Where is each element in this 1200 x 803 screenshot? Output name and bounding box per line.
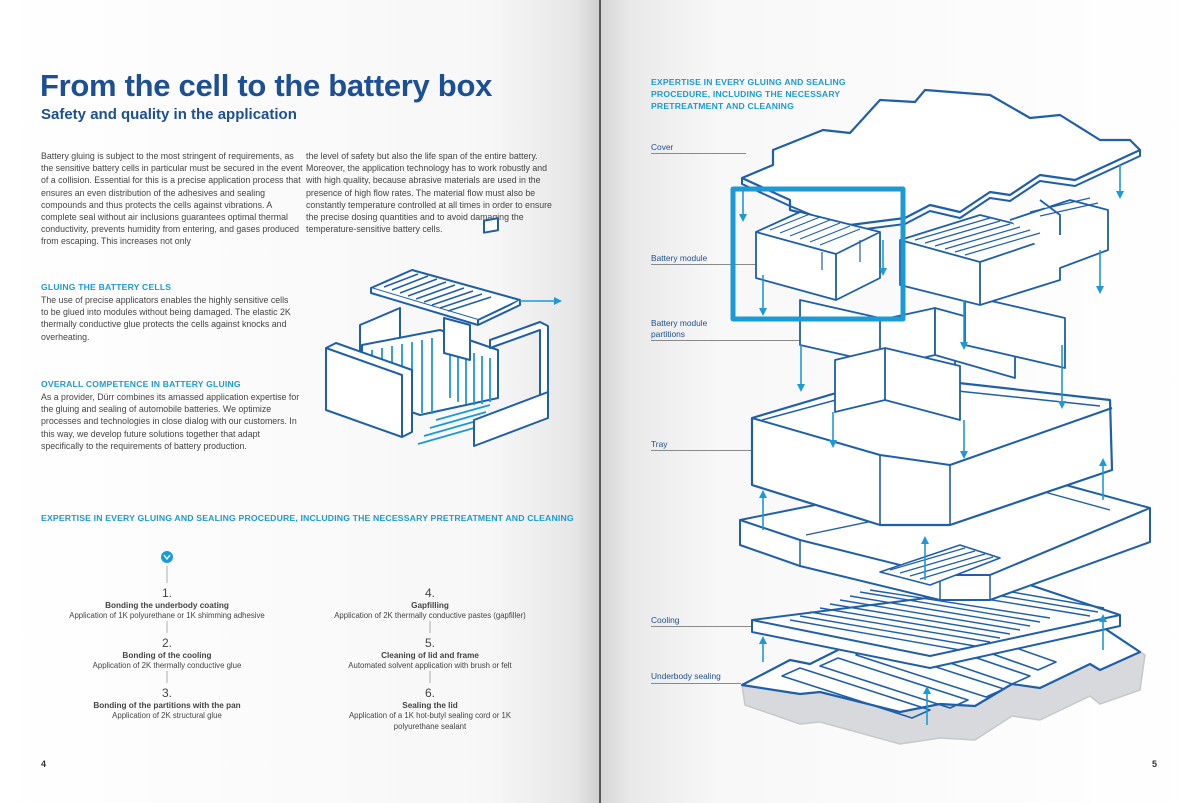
- step-description: Application of 2K thermally conductive p…: [334, 611, 526, 620]
- gluing-text: The use of precise applicators enables t…: [41, 295, 291, 342]
- label-line: [651, 626, 761, 627]
- step-number: 5.: [424, 636, 435, 650]
- step-title: Bonding the underbody coating: [105, 601, 229, 610]
- flow-down-icon: [161, 551, 431, 683]
- expertise-heading: EXPERTISE IN EVERY GLUING AND SEALING PR…: [41, 513, 574, 523]
- step-description: Automated solvent application with brush…: [348, 661, 512, 670]
- step-5: 5. Cleaning of lid and frame Automated s…: [300, 636, 560, 672]
- highlight-frame: [730, 186, 906, 322]
- label-partitions: Battery module partitions: [651, 318, 708, 339]
- label-line: [651, 340, 801, 341]
- assembly-arrows: [739, 165, 1124, 725]
- label-battery-module: Battery module: [651, 253, 708, 263]
- gluing-heading: GLUING THE BATTERY CELLS: [41, 282, 172, 292]
- step-number: 4.: [424, 586, 435, 600]
- battery-exploded-illustration: [730, 88, 1151, 745]
- competence-text: As a provider, Dürr combines its amassed…: [41, 392, 300, 451]
- label-tray: Tray: [651, 439, 668, 449]
- step-4: 4. Gapfilling Application of 2K thermall…: [300, 586, 560, 622]
- step-2: 2. Bonding of the cooling Application of…: [37, 636, 297, 672]
- page-subtitle: Safety and quality in the application: [41, 106, 297, 123]
- step-title: Cleaning of lid and frame: [381, 651, 479, 660]
- label-line: [651, 264, 756, 265]
- step-title: Bonding of the partitions with the pan: [93, 701, 241, 710]
- step-number: 1.: [161, 586, 172, 600]
- step-3: 3. Bonding of the partitions with the pa…: [37, 686, 297, 722]
- step-title: Gapfilling: [411, 601, 449, 610]
- label-line: [651, 153, 746, 154]
- label-line: [651, 683, 741, 684]
- step-number: 2.: [161, 636, 172, 650]
- left-page: [0, 0, 600, 803]
- step-description: Application of 2K structural glue: [112, 711, 222, 720]
- step-title: Bonding of the cooling: [122, 651, 212, 660]
- step-1: 1. Bonding the underbody coating Applica…: [37, 586, 297, 622]
- right-heading: EXPERTISE IN EVERY GLUING AND SEALING PR…: [651, 77, 846, 112]
- page-title: From the cell to the battery box: [40, 68, 493, 103]
- label-underbody-sealing: Underbody sealing: [651, 671, 721, 681]
- intro-column-2: the level of safety but also the life sp…: [306, 151, 552, 235]
- cell-module-illustration: [325, 217, 549, 447]
- competence-heading: OVERALL COMPETENCE IN BATTERY GLUING: [41, 379, 241, 389]
- step-6: 6. Sealing the lid Application of a 1K h…: [300, 686, 560, 732]
- step-number: 3.: [161, 686, 172, 700]
- step-description: Application of 2K thermally conductive g…: [92, 661, 242, 670]
- page-number-right: 5: [1152, 759, 1158, 769]
- label-cooling: Cooling: [651, 615, 680, 625]
- step-description: Application of 1K polyurethane or 1K shi…: [69, 611, 265, 620]
- step-title: Sealing the lid: [402, 701, 458, 710]
- page-spine: [599, 0, 601, 803]
- step-number: 6.: [424, 686, 435, 700]
- step-description: Application of a 1K hot-butyl sealing co…: [348, 711, 512, 731]
- page-number-left: 4: [41, 759, 47, 769]
- intro-column-1: Battery gluing is subject to the most st…: [41, 151, 303, 247]
- label-cover: Cover: [651, 142, 674, 152]
- label-line: [651, 450, 751, 451]
